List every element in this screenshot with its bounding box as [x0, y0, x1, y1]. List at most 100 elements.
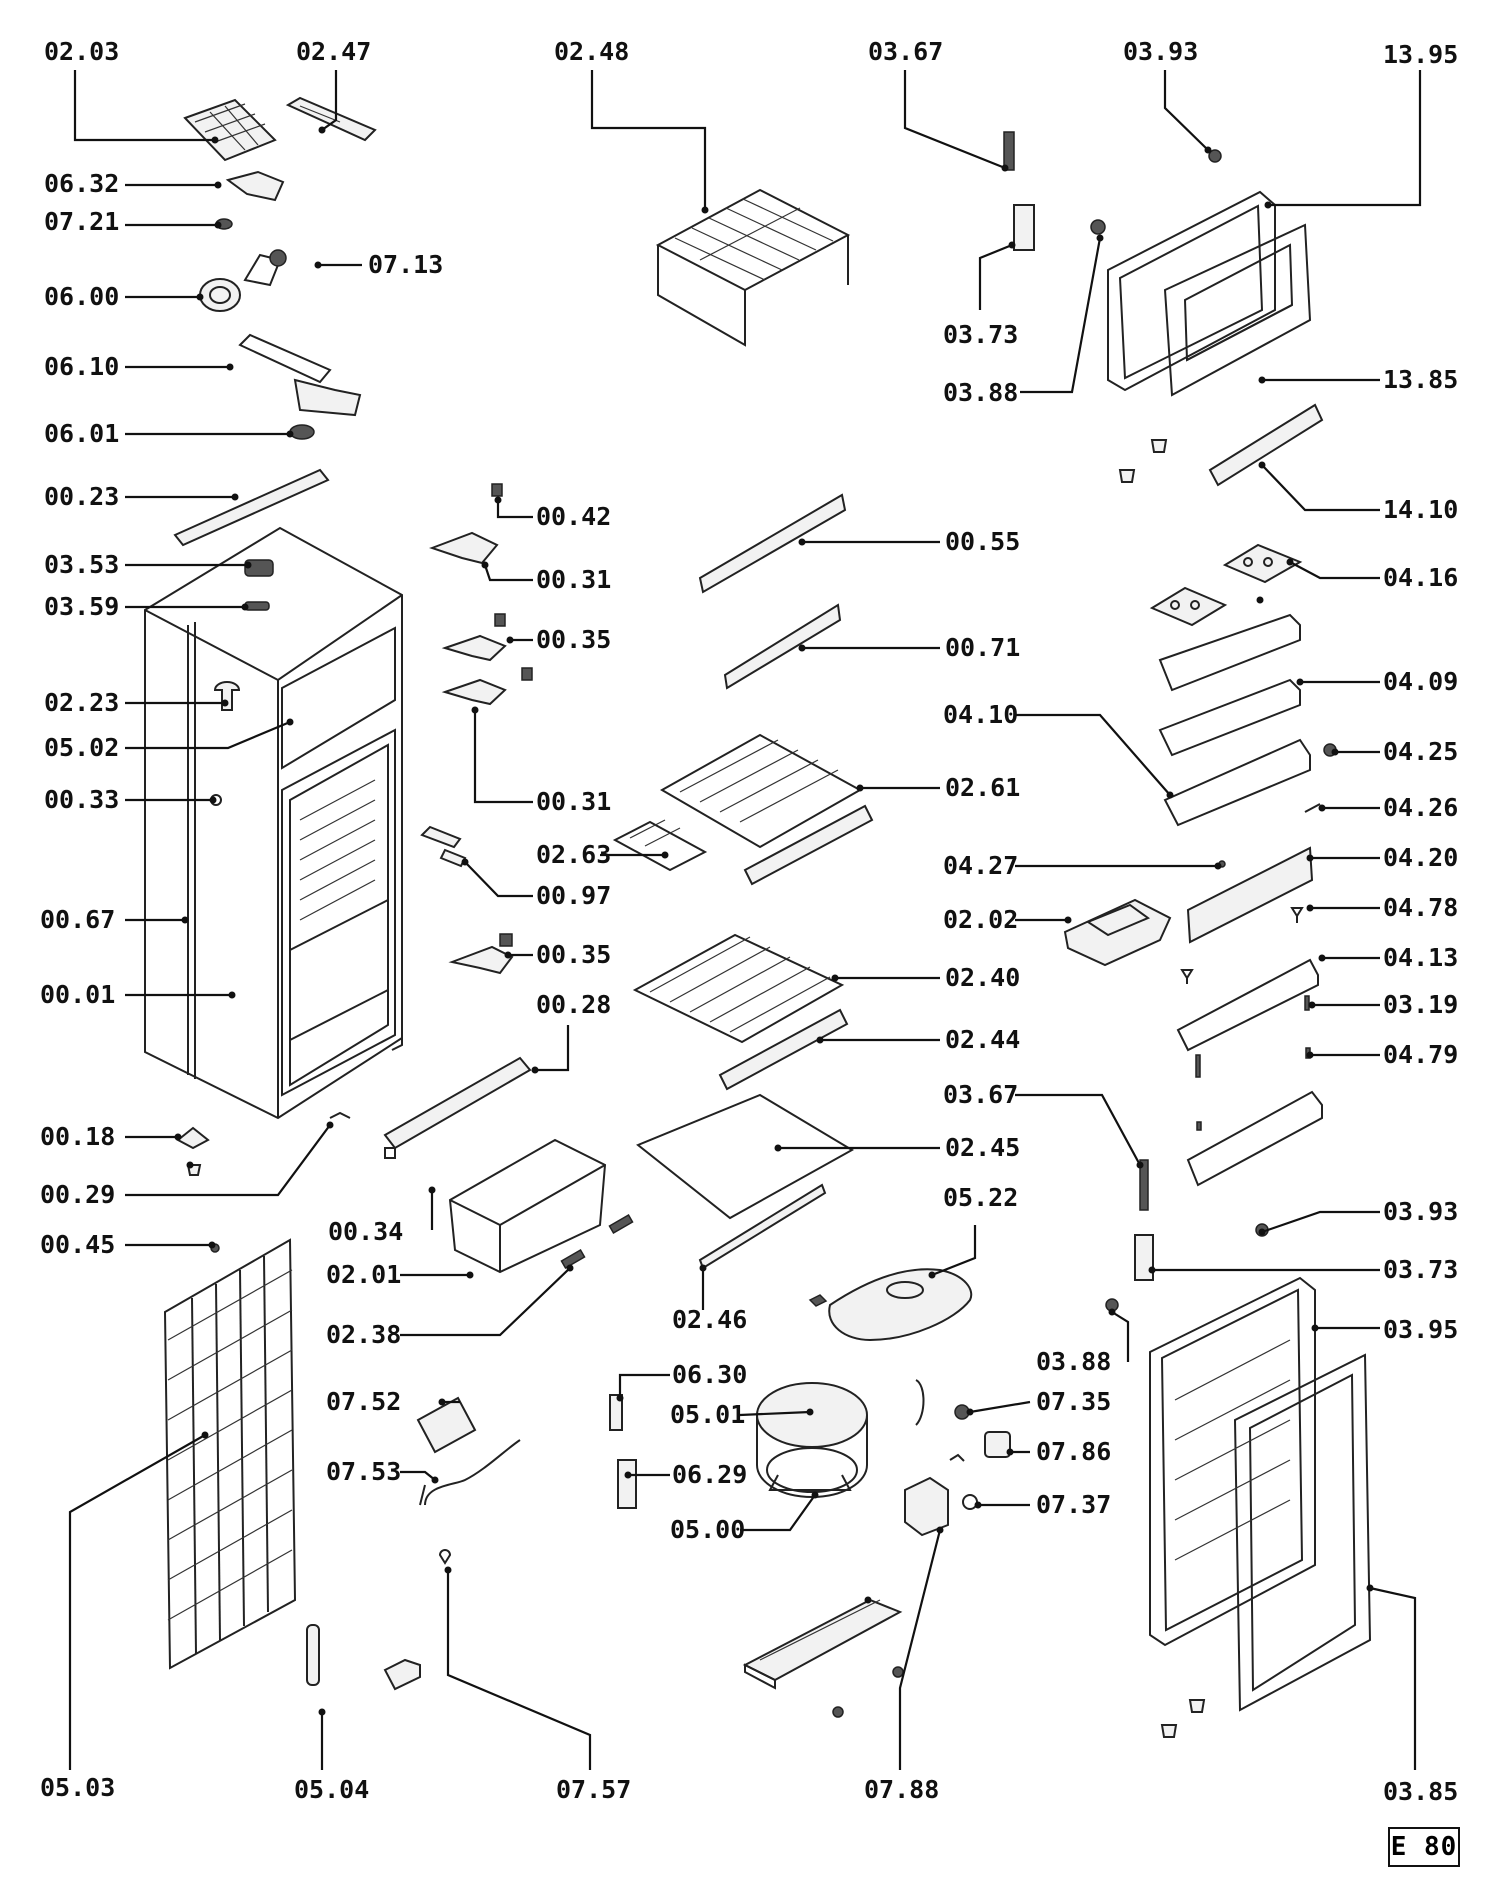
overload-part — [984, 1431, 1011, 1458]
glass-shelf-part — [659, 733, 874, 886]
label-00-71: 00.71 — [945, 633, 1020, 662]
label-13-95: 13.95 — [1383, 40, 1458, 69]
label-13-85: 13.85 — [1383, 365, 1458, 394]
label-00-29: 00.29 — [40, 1180, 115, 1209]
label-04-13: 04.13 — [1383, 943, 1458, 972]
label-05-04: 05.04 — [294, 1775, 369, 1804]
part-labels: 02.03 02.47 02.48 03.67 03.93 13.95 06.3… — [40, 37, 1458, 1806]
label-00-01: 00.01 — [40, 980, 115, 1009]
bracket-plate-part — [617, 1459, 637, 1509]
screw-part-4 — [1090, 219, 1106, 235]
capillary-part — [419, 1439, 521, 1506]
light-cover-part — [723, 603, 842, 690]
thermostat-knob-part — [225, 170, 285, 202]
label-07-86: 07.86 — [1036, 1437, 1111, 1466]
hinges-part — [420, 483, 533, 975]
small-bar-part — [1304, 995, 1310, 1011]
label-03-59: 03.59 — [44, 592, 119, 621]
foot-part — [176, 1126, 210, 1150]
ring-part — [962, 1494, 978, 1510]
label-02-38: 02.38 — [326, 1320, 401, 1349]
door-bin-lower-part — [1176, 958, 1319, 1052]
label-07-35: 07.35 — [1036, 1387, 1111, 1416]
bottle-bar-part — [1186, 846, 1314, 944]
label-03-88-top: 03.88 — [943, 378, 1018, 407]
label-00-97: 00.97 — [536, 881, 611, 910]
label-05-00: 05.00 — [670, 1515, 745, 1544]
label-02-02: 02.02 — [943, 905, 1018, 934]
small-bar-part-2 — [1195, 1054, 1201, 1078]
label-05-22: 05.22 — [943, 1183, 1018, 1212]
hinge-pin-lower-part — [1139, 1159, 1149, 1211]
label-02-61: 02.61 — [945, 773, 1020, 802]
rubber-foot-part-2 — [892, 1666, 904, 1678]
hinge-plate-lower-part — [1134, 1234, 1154, 1281]
door-bin-bottom-part — [1186, 1090, 1323, 1187]
label-00-34: 00.34 — [328, 1217, 403, 1246]
dryer-filter-part — [306, 1624, 320, 1686]
freezer-door-part — [1107, 190, 1312, 397]
label-06-10: 06.10 — [44, 352, 119, 381]
label-00-31-top: 00.31 — [536, 565, 611, 594]
label-07-53: 07.53 — [326, 1457, 401, 1486]
label-00-42: 00.42 — [536, 502, 611, 531]
pin-part-2 — [1180, 969, 1194, 984]
label-00-45: 00.45 — [40, 1230, 115, 1259]
freezer-shelf-part — [655, 188, 851, 347]
glass-plate-part — [636, 1093, 854, 1220]
label-00-31-mid: 00.31 — [536, 787, 611, 816]
label-07-57: 07.57 — [556, 1775, 631, 1804]
label-00-23: 00.23 — [44, 482, 119, 511]
label-02-63: 02.63 — [536, 840, 611, 869]
rail-part — [383, 1056, 532, 1159]
label-03-93-top: 03.93 — [1123, 37, 1198, 66]
label-03-67-mid: 03.67 — [943, 1080, 1018, 1109]
label-05-03: 05.03 — [40, 1773, 115, 1802]
parts-drawings — [144, 96, 1372, 1738]
label-07-13: 07.13 — [368, 250, 443, 279]
bracket-part — [439, 848, 467, 868]
label-03-67-top: 03.67 — [868, 37, 943, 66]
label-02-44: 02.44 — [945, 1025, 1020, 1054]
clip-part-2 — [560, 1249, 586, 1269]
fridge-door-part — [1149, 1276, 1372, 1712]
label-02-03: 02.03 — [44, 37, 119, 66]
label-02-46: 02.46 — [672, 1305, 747, 1334]
switch-part — [244, 559, 274, 577]
switch-cover-part — [244, 601, 270, 611]
lamp-housing-part — [238, 333, 362, 417]
starter-box-part — [904, 1476, 949, 1537]
label-00-18: 00.18 — [40, 1122, 115, 1151]
wire-part — [915, 1379, 925, 1426]
label-04-27: 04.27 — [943, 851, 1018, 880]
label-03-19: 03.19 — [1383, 990, 1458, 1019]
knob-cap-part — [289, 424, 315, 440]
label-04-79: 04.79 — [1383, 1040, 1458, 1069]
label-04-26: 04.26 — [1383, 793, 1458, 822]
label-00-33: 00.33 — [44, 785, 119, 814]
label-03-73-top: 03.73 — [943, 320, 1018, 349]
clip-part — [608, 1214, 634, 1234]
label-03-53: 03.53 — [44, 550, 119, 579]
cover-strip-part — [698, 493, 847, 594]
small-bar-part-4 — [1196, 1121, 1202, 1131]
label-00-35-mid: 00.35 — [536, 940, 611, 969]
label-05-01: 05.01 — [670, 1400, 745, 1429]
clip-part-3 — [949, 1453, 965, 1462]
condenser-part — [163, 1238, 297, 1670]
label-02-45: 02.45 — [945, 1133, 1020, 1162]
door-bins-part — [1158, 613, 1337, 827]
cover-plate-part — [416, 1396, 477, 1454]
label-00-35-top: 00.35 — [536, 625, 611, 654]
thermostat-assembly-part — [199, 249, 287, 312]
label-02-48: 02.48 — [554, 37, 629, 66]
label-02-23: 02.23 — [44, 688, 119, 717]
door-foot-part-4 — [1188, 1699, 1206, 1713]
pin-part — [1290, 907, 1304, 923]
leader-dots — [174, 126, 1374, 1716]
door-rack-part — [1208, 403, 1324, 487]
top-strip-part — [173, 468, 330, 547]
label-06-30: 06.30 — [672, 1360, 747, 1389]
